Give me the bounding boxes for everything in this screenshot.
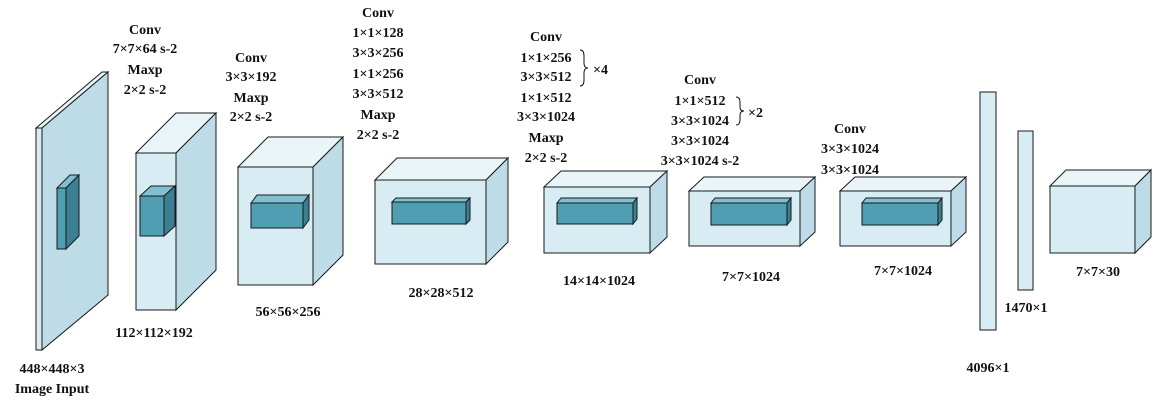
block-4-line-5: Maxp [529, 131, 564, 146]
block-4-repeat: ×4 [593, 63, 608, 78]
block-6-line-2: 3×3×1024 [821, 163, 879, 178]
block-3-dims: 28×28×512 [409, 286, 474, 301]
conv-block-4-kernel [555, 196, 639, 226]
block-2-line-0: Conv [235, 51, 267, 66]
block-4-line-3: 1×1×512 [521, 91, 572, 106]
fc-4096-bar [979, 91, 997, 331]
block-4-line-2: 3×3×512 [521, 70, 572, 85]
block-2-line-1: 3×3×192 [226, 70, 277, 85]
block-4-repeat-brace [579, 49, 589, 87]
block-1-line-3: 2×2 s-2 [124, 83, 167, 98]
block-2-line-3: 2×2 s-2 [230, 110, 273, 125]
input-dims: 448×448×3 [20, 362, 85, 377]
block-1-line-1: 7×7×64 s-2 [113, 42, 178, 57]
block-4-line-6: 2×2 s-2 [525, 151, 568, 166]
block-1-dims: 112×112×192 [115, 326, 192, 341]
block-6-line-0: Conv [834, 122, 866, 137]
block-3-line-1: 1×1×128 [353, 26, 404, 41]
conv-block-6-kernel [860, 196, 944, 227]
block-6-line-1: 3×3×1024 [821, 142, 879, 157]
conv-block-1-kernel [138, 184, 177, 238]
block-5-line-2: 3×3×1024 [671, 114, 729, 129]
conv-block-2-kernel [250, 193, 310, 230]
input-kernel [55, 173, 81, 251]
block-4-line-0: Conv [530, 30, 562, 45]
block-3-line-0: Conv [362, 6, 394, 21]
block-5-dims: 7×7×1024 [722, 270, 780, 285]
block-2-line-2: Maxp [234, 91, 269, 106]
conv-block-5-kernel [709, 196, 793, 227]
conv-block-3-kernel [390, 196, 472, 226]
block-1-line-0: Conv [129, 23, 161, 38]
block-2-dims: 56×56×256 [256, 305, 321, 320]
block-4-line-1: 1×1×256 [521, 51, 572, 66]
fc-1470-dims: 1470×1 [1005, 301, 1048, 316]
block-3-line-3: 1×1×256 [353, 67, 404, 82]
input-caption: Image Input [15, 382, 90, 397]
block-5-line-4: 3×3×1024 s-2 [661, 154, 740, 169]
block-5-line-3: 3×3×1024 [671, 134, 729, 149]
block-5-line-1: 1×1×512 [675, 94, 726, 109]
fc-1470-bar [1017, 130, 1034, 291]
block-3-line-2: 3×3×256 [353, 46, 404, 61]
block-5-repeat-brace [735, 96, 745, 126]
block-5-line-0: Conv [684, 73, 716, 88]
output-volume [1048, 168, 1153, 255]
block-1-line-2: Maxp [128, 63, 163, 78]
block-3-line-4: 3×3×512 [353, 87, 404, 102]
block-4-line-4: 3×3×1024 [517, 110, 575, 125]
output-dims: 7×7×30 [1076, 265, 1120, 280]
block-4-dims: 14×14×1024 [563, 274, 635, 289]
fc-4096-dims: 4096×1 [967, 361, 1010, 376]
block-6-dims: 7×7×1024 [874, 264, 932, 279]
block-5-repeat: ×2 [748, 106, 763, 121]
block-3-line-5: Maxp [361, 108, 396, 123]
block-3-line-6: 2×2 s-2 [357, 128, 400, 143]
